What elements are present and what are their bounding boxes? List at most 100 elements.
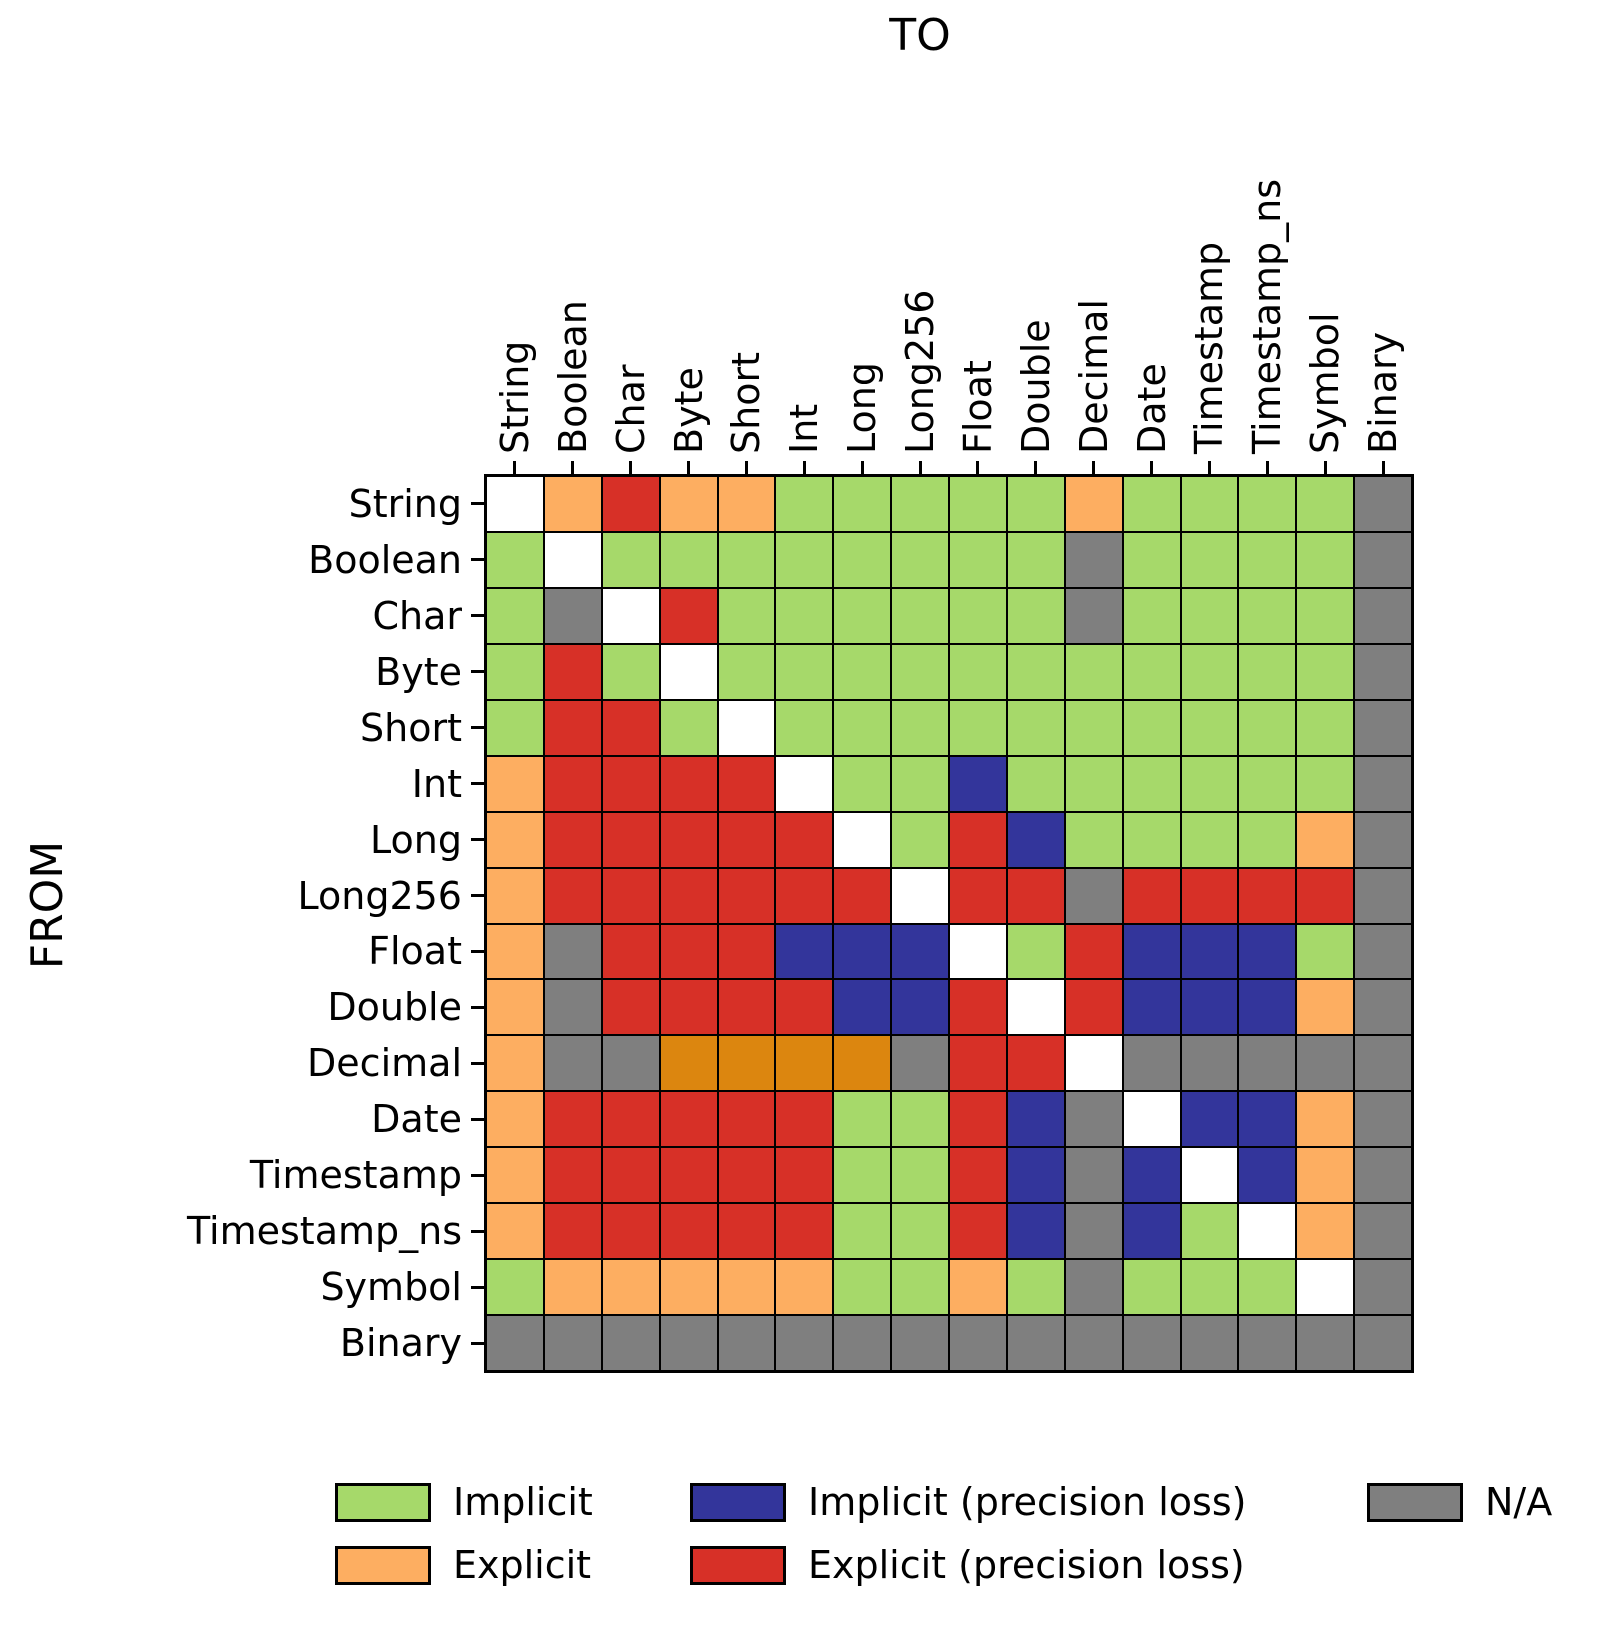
matrix-cell-Date-to-Boolean <box>543 1091 602 1148</box>
matrix-cell-Short-to-Timestamp <box>1180 699 1239 756</box>
matrix-cell-Date-to-Byte <box>659 1091 718 1148</box>
matrix-cell-Double-to-Float <box>949 979 1007 1036</box>
matrix-cell-Char-to-Long256 <box>891 587 949 644</box>
matrix-cell-Date-to-Decimal <box>1064 1091 1123 1148</box>
matrix-cell-Timestamp_ns-to-Double <box>1006 1203 1065 1260</box>
matrix-cell-Char-to-Double <box>1006 587 1065 644</box>
matrix-cell-Long256-to-Long <box>833 867 892 924</box>
matrix-cell-Decimal-to-String <box>486 1035 544 1092</box>
y-tick <box>471 1229 486 1233</box>
col-label-Float: Float <box>955 360 1000 454</box>
matrix-cell-String-to-Long <box>833 476 892 532</box>
matrix-cell-Short-to-Decimal <box>1064 699 1123 756</box>
col-label-Timestamp: Timestamp <box>1187 241 1232 454</box>
matrix-cell-String-to-Float <box>949 476 1007 532</box>
col-label-Decimal: Decimal <box>1071 299 1116 454</box>
matrix-cell-Float-to-Date <box>1122 923 1181 980</box>
matrix-cell-Byte-to-Timestamp_ns <box>1238 643 1297 700</box>
matrix-cell-String-to-Date <box>1122 476 1181 532</box>
matrix-cell-Short-to-Float <box>949 699 1007 756</box>
matrix-cell-Char-to-String <box>486 587 544 644</box>
matrix-cell-Short-to-Boolean <box>543 699 602 756</box>
matrix-grid <box>484 474 1414 1373</box>
matrix-cell-Byte-to-Float <box>949 643 1007 700</box>
matrix-cell-Decimal-to-Byte <box>659 1035 718 1092</box>
y-tick <box>471 949 486 953</box>
matrix-cell-Long256-to-Decimal <box>1064 867 1123 924</box>
matrix-cell-Date-to-Char <box>601 1091 660 1148</box>
x-tick <box>1323 461 1327 476</box>
col-label-String: String <box>492 340 537 454</box>
matrix-cell-Double-to-Date <box>1122 979 1181 1036</box>
x-tick <box>1207 461 1211 476</box>
matrix-cell-Timestamp-to-Float <box>949 1147 1007 1204</box>
matrix-cell-Date-to-String <box>486 1091 544 1148</box>
matrix-cell-Date-to-Int <box>775 1091 834 1148</box>
matrix-cell-Binary-to-Symbol <box>1296 1315 1355 1371</box>
matrix-cell-Double-to-Timestamp_ns <box>1238 979 1297 1036</box>
matrix-cell-Boolean-to-Date <box>1122 531 1181 588</box>
legend-swatch-EP <box>690 1545 786 1585</box>
legend-item-E: Explicit <box>335 1539 591 1591</box>
matrix-cell-Float-to-Decimal <box>1064 923 1123 980</box>
row-label-Timestamp: Timestamp <box>249 1153 462 1198</box>
matrix-cell-Symbol-to-Timestamp_ns <box>1238 1259 1297 1316</box>
x-tick <box>687 461 691 476</box>
matrix-cell-Byte-to-Date <box>1122 643 1181 700</box>
matrix-cell-String-to-Timestamp_ns <box>1238 476 1297 532</box>
matrix-cell-Binary-to-String <box>486 1315 544 1371</box>
matrix-cell-Symbol-to-Decimal <box>1064 1259 1123 1316</box>
matrix-cell-Decimal-to-Binary <box>1354 1035 1412 1092</box>
matrix-cell-Byte-to-String <box>486 643 544 700</box>
matrix-cell-Double-to-Double <box>1006 979 1065 1036</box>
matrix-cell-Long-to-Double <box>1006 811 1065 868</box>
matrix-cell-Long256-to-Double <box>1006 867 1065 924</box>
matrix-cell-Binary-to-Double <box>1006 1315 1065 1371</box>
row-label-Symbol: Symbol <box>320 1265 462 1310</box>
matrix-cell-Symbol-to-Double <box>1006 1259 1065 1316</box>
y-tick <box>471 1117 486 1121</box>
matrix-cell-Timestamp_ns-to-Int <box>775 1203 834 1260</box>
matrix-cell-Long-to-Long256 <box>891 811 949 868</box>
matrix-cell-Timestamp_ns-to-Timestamp <box>1180 1203 1239 1260</box>
matrix-cell-Binary-to-Decimal <box>1064 1315 1123 1371</box>
matrix-cell-Timestamp-to-Boolean <box>543 1147 602 1204</box>
matrix-cell-Int-to-Decimal <box>1064 755 1123 812</box>
matrix-cell-Binary-to-Boolean <box>543 1315 602 1371</box>
matrix-cell-Long-to-Symbol <box>1296 811 1355 868</box>
matrix-cell-Short-to-String <box>486 699 544 756</box>
matrix-cell-Char-to-Date <box>1122 587 1181 644</box>
matrix-cell-Decimal-to-Long <box>833 1035 892 1092</box>
matrix-cell-Long-to-Date <box>1122 811 1181 868</box>
matrix-cell-Timestamp-to-Short <box>717 1147 776 1204</box>
matrix-cell-Binary-to-Binary <box>1354 1315 1412 1371</box>
matrix-cell-Float-to-Timestamp <box>1180 923 1239 980</box>
matrix-cell-String-to-Int <box>775 476 834 532</box>
matrix-cell-Boolean-to-Binary <box>1354 531 1412 588</box>
col-label-Binary: Binary <box>1361 331 1406 454</box>
matrix-cell-Double-to-Long256 <box>891 979 949 1036</box>
matrix-cell-Binary-to-Char <box>601 1315 660 1371</box>
matrix-cell-Float-to-Int <box>775 923 834 980</box>
matrix-cell-Char-to-Long <box>833 587 892 644</box>
legend-swatch-IP <box>690 1482 786 1522</box>
row-label-Long: Long <box>370 817 462 862</box>
row-label-Byte: Byte <box>375 649 462 694</box>
matrix-cell-String-to-Timestamp <box>1180 476 1239 532</box>
x-tick <box>1381 461 1385 476</box>
matrix-cell-Binary-to-Long <box>833 1315 892 1371</box>
matrix-cell-Binary-to-Int <box>775 1315 834 1371</box>
matrix-cell-Byte-to-Int <box>775 643 834 700</box>
y-tick <box>471 670 486 674</box>
legend-item-I: Implicit <box>335 1476 593 1528</box>
matrix-cell-Boolean-to-Char <box>601 531 660 588</box>
matrix-cell-Int-to-Short <box>717 755 776 812</box>
matrix-cell-Char-to-Byte <box>659 587 718 644</box>
matrix-cell-Decimal-to-Timestamp <box>1180 1035 1239 1092</box>
row-label-Long256: Long256 <box>297 873 463 918</box>
matrix-cell-Timestamp-to-Binary <box>1354 1147 1412 1204</box>
matrix-cell-Float-to-Boolean <box>543 923 602 980</box>
x-tick <box>744 461 748 476</box>
matrix-cell-Long-to-Boolean <box>543 811 602 868</box>
